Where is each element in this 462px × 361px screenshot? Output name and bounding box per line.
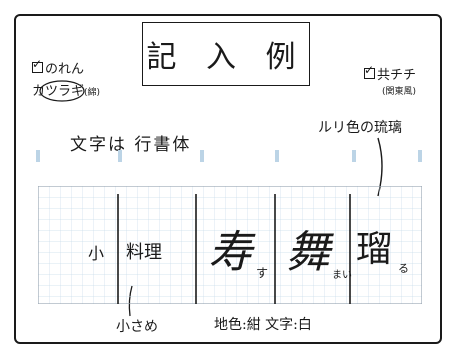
tick [118, 150, 122, 162]
circle-mark-icon [39, 80, 85, 102]
fabric-option: カツラギ(綿) [32, 80, 101, 102]
panel-1-main: 小 [88, 244, 105, 263]
panel-4-main: 瑠 [356, 229, 393, 270]
noren-option[interactable]: ✓のれん [32, 58, 85, 78]
tick [352, 150, 356, 162]
panel-1-second: 料理 [126, 242, 162, 263]
tick [275, 150, 279, 162]
panel-4-sub: る [398, 262, 409, 275]
color-spec-note: 地色:紺 文字:白 [214, 317, 312, 333]
tick [36, 150, 40, 162]
color-note: ルリ色の琉璃 [318, 120, 402, 136]
noren-label: のれん [45, 62, 85, 77]
small-text-note: 小さめ [116, 319, 158, 335]
panel-3-main: 舞 [286, 227, 330, 278]
fabric-circled: ツラギ [39, 80, 85, 102]
kyochichi-label: 共チチ [377, 68, 417, 83]
kyochichi-checkbox[interactable]: ✓ [364, 64, 375, 79]
panel-2-main: 寿 [208, 227, 252, 278]
kyochichi-sub-label: (関東風) [381, 87, 417, 97]
panel-3-sub: まい [332, 270, 352, 281]
check-icon: ✓ [32, 57, 43, 71]
font-style-note: 文字は 行書体 [70, 135, 192, 155]
noren-checkbox[interactable]: ✓ [32, 58, 43, 73]
kyochichi-option[interactable]: ✓共チチ (関東風) [364, 64, 417, 100]
tick [418, 150, 422, 162]
page-title: 記 入 例 [142, 22, 310, 86]
check-icon: ✓ [364, 63, 375, 77]
panel-2-sub: す [256, 266, 269, 280]
fabric-note: (綿) [84, 88, 101, 98]
noren-diagram [38, 186, 422, 304]
tick [200, 150, 204, 162]
